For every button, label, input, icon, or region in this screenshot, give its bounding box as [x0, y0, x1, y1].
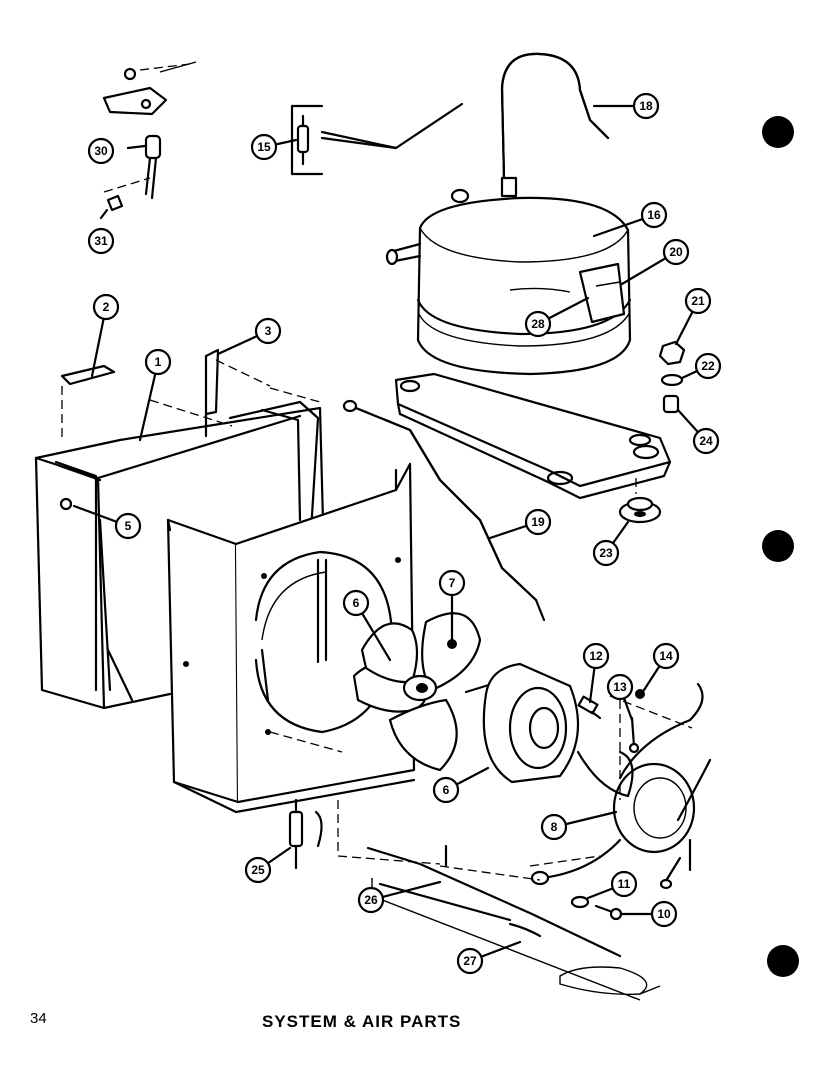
callout-13-label: 13 [613, 680, 627, 694]
mounting-hardware [618, 340, 686, 524]
callout-22-label: 22 [701, 359, 715, 373]
punch-hole-bottom [767, 945, 799, 977]
callout-22: 22 [680, 352, 722, 380]
punch-hole-top [762, 116, 794, 148]
callout-19-label: 19 [531, 515, 545, 529]
page-title: SYSTEM & AIR PARTS [262, 1012, 462, 1031]
callout-20: 20 [620, 238, 690, 286]
callout-3: 3 [216, 317, 282, 356]
callout-11-label: 11 [618, 877, 631, 891]
callout-24: 24 [676, 408, 720, 455]
part-2-and-3-brackets [60, 348, 271, 440]
callout-7: 7 [438, 569, 466, 642]
callout-16: 16 [592, 201, 668, 238]
punch-hole-middle [762, 530, 794, 562]
callout-31-label: 31 [94, 234, 108, 248]
callout-2: 2 [90, 293, 120, 378]
callout-6-blade-label: 6 [353, 596, 360, 610]
callout-15: 15 [250, 133, 298, 161]
callout-15-label: 15 [257, 140, 271, 154]
callout-21: 21 [674, 287, 712, 346]
callout-6-motor-label: 6 [443, 783, 450, 797]
callout-14-label: 14 [659, 649, 673, 663]
callout-13: 13 [606, 673, 634, 722]
callout-10-label: 10 [657, 907, 671, 921]
callout-31: 31 [87, 227, 115, 255]
callout-30-label: 30 [94, 144, 108, 158]
motor-hardware [570, 689, 645, 921]
part-19-suction-tube [342, 399, 546, 622]
callout-24-label: 24 [699, 434, 713, 448]
page-number: 34 [30, 1010, 47, 1027]
assembly-guide-lines [149, 387, 693, 881]
callout-23: 23 [592, 520, 630, 567]
part-8-fan-motor [464, 662, 580, 784]
callout-6-motor: 6 [432, 766, 490, 804]
ground-strap-assembly [99, 61, 197, 220]
callout-18-label: 18 [639, 99, 653, 113]
part-18-discharge-tube [500, 52, 610, 180]
callout-27-label: 27 [463, 954, 477, 968]
callout-8: 8 [540, 810, 618, 841]
callout-12: 12 [582, 642, 610, 704]
callout-11: 11 [586, 870, 638, 900]
part-8-motor-mount [530, 682, 712, 890]
callout-26-label: 26 [364, 893, 378, 907]
callout-1: 1 [138, 348, 172, 442]
callout-23-label: 23 [599, 546, 613, 560]
callout-27: 27 [456, 940, 522, 975]
callout-12-label: 12 [589, 649, 603, 663]
callout-2-label: 2 [103, 300, 110, 314]
callout-1-label: 1 [155, 355, 162, 369]
callout-10: 10 [620, 900, 678, 928]
callout-20-label: 20 [669, 245, 683, 259]
part-6-fan-blade [352, 612, 482, 772]
callout-5-label: 5 [125, 519, 132, 533]
callout-14: 14 [642, 642, 680, 692]
callout-25: 25 [244, 846, 292, 884]
callout-28: 28 [524, 296, 590, 338]
callout-6-blade: 6 [342, 589, 392, 662]
callout-16-label: 16 [647, 208, 661, 222]
part-15-drier [290, 102, 464, 176]
callout-25-label: 25 [251, 863, 265, 877]
callout-3-label: 3 [265, 324, 272, 338]
callout-30: 30 [87, 137, 115, 165]
callout-28-label: 28 [531, 317, 545, 331]
part-16-compressor [385, 176, 672, 500]
callout-21-label: 21 [691, 294, 705, 308]
callout-8-label: 8 [551, 820, 558, 834]
callout-19: 19 [488, 508, 552, 540]
part-1-condenser-coil [34, 400, 326, 710]
callout-5: 5 [72, 504, 142, 540]
callout-18: 18 [592, 92, 660, 120]
callout-26: 26 [357, 880, 442, 914]
callout-7-label: 7 [449, 576, 456, 590]
